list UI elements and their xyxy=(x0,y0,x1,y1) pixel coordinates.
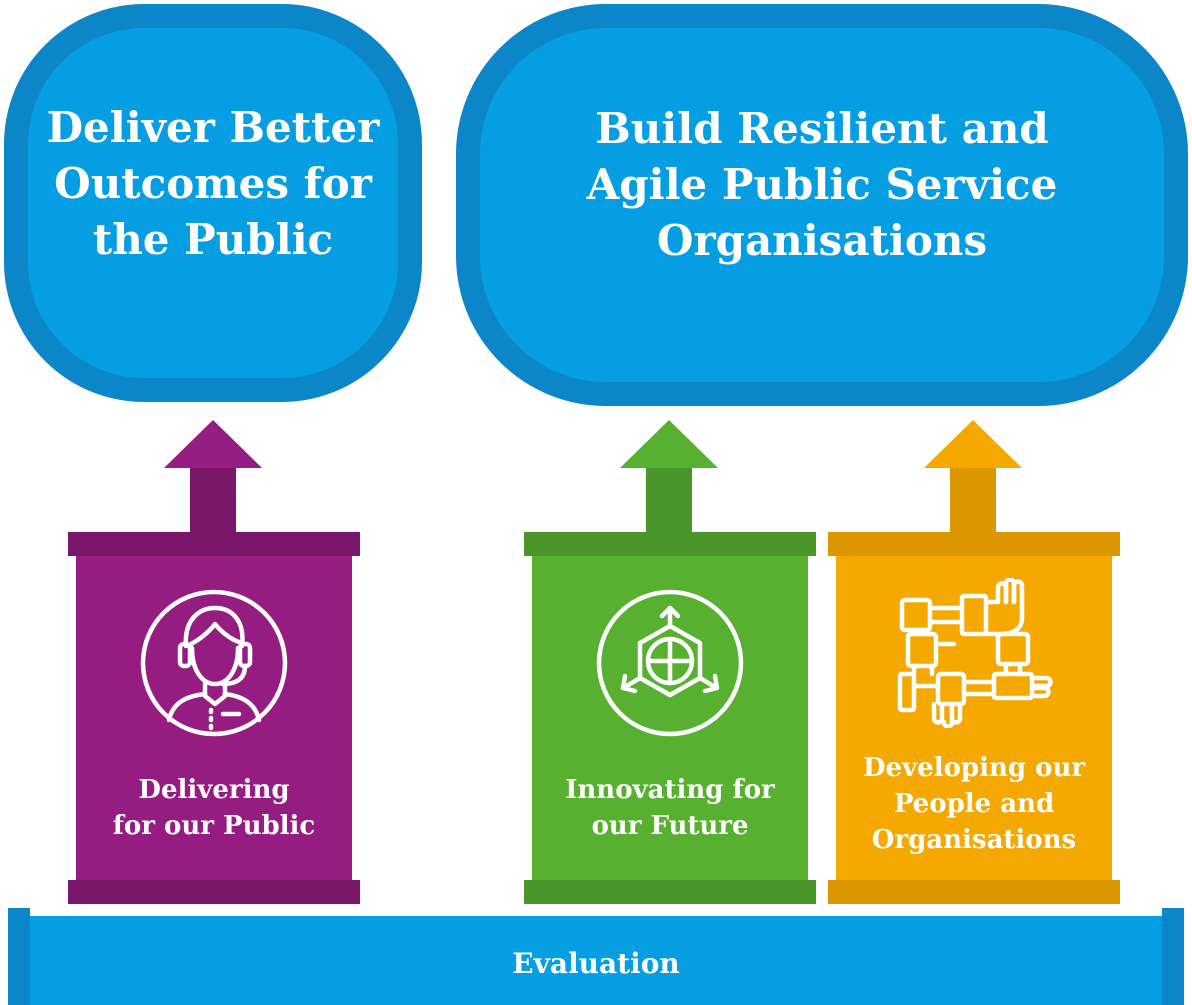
goal-box-outcomes: Deliver Better Outcomes for the Public xyxy=(4,4,422,402)
goal-box-resilient: Build Resilient and Agile Public Service… xyxy=(456,4,1188,406)
pillar-developing: Developing our People and Organisations xyxy=(828,532,1120,904)
pillar-body xyxy=(836,556,1112,880)
pillar-base xyxy=(68,880,360,904)
pillar-cap xyxy=(828,532,1120,556)
evaluation-bar-body xyxy=(30,916,1162,1005)
pillar-base xyxy=(828,880,1120,904)
evaluation-bar: Evaluation xyxy=(0,908,1192,1005)
pillar-delivering: Delivering for our Public xyxy=(68,532,360,904)
innovation-cube-icon xyxy=(596,589,744,737)
pillar-cap xyxy=(68,532,360,556)
pillar-label: Developing our People and Organisations xyxy=(862,753,1086,855)
up-arrow-purple xyxy=(164,420,262,534)
evaluation-bar-edge xyxy=(8,908,30,1005)
pillar-cap xyxy=(524,532,816,556)
pillar-label: Delivering for our Public xyxy=(112,775,316,841)
pillar-label: Innovating for our Future xyxy=(565,775,775,841)
up-arrow-green xyxy=(620,420,718,534)
goal-title: Build Resilient and Agile Public Service… xyxy=(586,104,1058,265)
person-headset-icon xyxy=(140,589,288,737)
pillar-innovating: Innovating for our Future xyxy=(524,532,816,904)
up-arrow-orange xyxy=(924,420,1022,534)
linked-hands-icon xyxy=(897,578,1053,728)
pillar-base xyxy=(524,880,816,904)
goal-title: Deliver Better Outcomes for the Public xyxy=(46,103,380,264)
evaluation-label: Evaluation xyxy=(512,947,680,980)
evaluation-bar-edge xyxy=(1162,908,1184,1005)
